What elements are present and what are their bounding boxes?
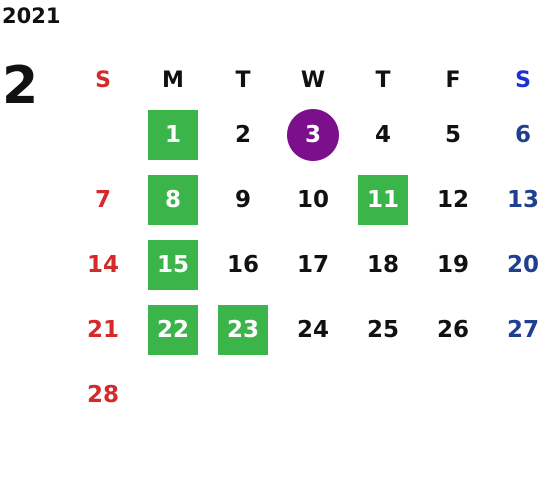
- day-number: 26: [436, 316, 469, 343]
- day-number: 25: [366, 316, 399, 343]
- day-cell-17[interactable]: 17: [278, 232, 348, 297]
- highlight-square: [358, 174, 408, 225]
- highlight-square: [148, 239, 198, 290]
- day-cell-13[interactable]: 13: [488, 167, 548, 232]
- day-number: 11: [366, 186, 399, 213]
- day-cell-15[interactable]: 15: [138, 232, 208, 297]
- weekday-header-friday: F: [445, 67, 461, 93]
- day-number: 22: [156, 316, 189, 343]
- day-cell-27[interactable]: 27: [488, 297, 548, 362]
- day-cell-14[interactable]: 14: [68, 232, 138, 297]
- day-cell-2[interactable]: 2: [208, 102, 278, 167]
- day-cell-24[interactable]: 24: [278, 297, 348, 362]
- day-number: 8: [164, 186, 181, 213]
- day-number: 2: [234, 121, 251, 148]
- month-number: 2: [2, 56, 39, 116]
- day-number: 7: [94, 186, 111, 213]
- day-number: 14: [86, 251, 119, 278]
- day-number: 16: [226, 251, 259, 278]
- day-cell-5[interactable]: 5: [418, 102, 488, 167]
- day-cell-9[interactable]: 9: [208, 167, 278, 232]
- year-label: 2021: [2, 4, 61, 28]
- day-number: 12: [436, 186, 469, 213]
- day-number: 23: [226, 316, 259, 343]
- day-number: 1: [164, 121, 181, 148]
- weekday-header-sunday: S: [95, 67, 111, 93]
- weekday-header-tuesday: T: [235, 67, 251, 93]
- day-cell-21[interactable]: 21: [68, 297, 138, 362]
- highlight-square: [148, 174, 198, 225]
- day-cell-25[interactable]: 25: [348, 297, 418, 362]
- day-cell-8[interactable]: 8: [138, 167, 208, 232]
- day-cell-18[interactable]: 18: [348, 232, 418, 297]
- day-number: 3: [304, 121, 321, 148]
- day-number: 18: [366, 251, 399, 278]
- weekday-header-thursday: T: [375, 67, 391, 93]
- weekday-header-monday: M: [162, 67, 184, 93]
- day-number: 19: [436, 251, 469, 278]
- day-number: 10: [296, 186, 329, 213]
- day-cell-4[interactable]: 4: [348, 102, 418, 167]
- day-cell-19[interactable]: 19: [418, 232, 488, 297]
- day-cell-6[interactable]: 6: [488, 102, 548, 167]
- day-number: 4: [374, 121, 391, 148]
- day-number: 27: [506, 316, 539, 343]
- day-number: 13: [506, 186, 539, 213]
- day-number: 15: [156, 251, 189, 278]
- day-cell-1[interactable]: 1: [138, 102, 208, 167]
- day-cell-26[interactable]: 26: [418, 297, 488, 362]
- highlight-square: [148, 304, 198, 355]
- day-number: 17: [296, 251, 329, 278]
- highlight-square: [148, 109, 198, 160]
- highlight-square: [218, 304, 268, 355]
- day-number: 21: [86, 316, 119, 343]
- day-cell-7[interactable]: 7: [68, 167, 138, 232]
- today-circle: [287, 108, 339, 161]
- day-cell-3[interactable]: 3: [278, 102, 348, 167]
- day-cell-10[interactable]: 10: [278, 167, 348, 232]
- day-number: 24: [296, 316, 329, 343]
- day-cell-22[interactable]: 22: [138, 297, 208, 362]
- day-number: 6: [514, 121, 531, 148]
- day-number: 5: [444, 121, 461, 148]
- day-cell-11[interactable]: 11: [348, 167, 418, 232]
- day-number: 9: [234, 186, 251, 213]
- day-cell-20[interactable]: 20: [488, 232, 548, 297]
- day-number: 28: [86, 381, 119, 408]
- day-number: 20: [506, 251, 539, 278]
- weekday-header-saturday: S: [515, 67, 531, 93]
- day-cell-16[interactable]: 16: [208, 232, 278, 297]
- day-cell-23[interactable]: 23: [208, 297, 278, 362]
- day-cell-28[interactable]: 28: [68, 362, 138, 427]
- weekday-header-wednesday: W: [300, 67, 326, 93]
- day-cell-12[interactable]: 12: [418, 167, 488, 232]
